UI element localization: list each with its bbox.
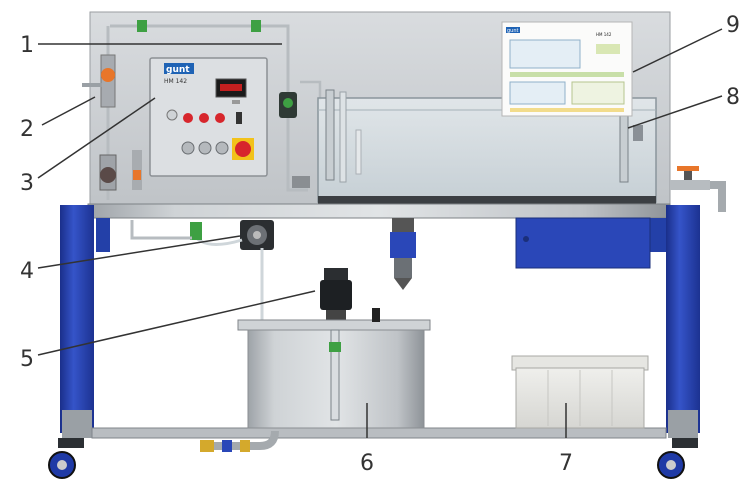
- top-pipe: [110, 20, 290, 95]
- brand-model: HM 142: [164, 78, 187, 85]
- outlet-valve: [670, 166, 726, 212]
- callout-1: 1: [20, 33, 34, 58]
- info-poster: gunt HM 142: [501, 21, 633, 117]
- collection-container: [511, 355, 649, 429]
- emergency-switch: [232, 138, 254, 160]
- sensor-assembly: [279, 80, 322, 192]
- filter-housing: [390, 218, 416, 290]
- poster-logo: gunt: [507, 28, 519, 34]
- storage-tank: [237, 308, 431, 429]
- bottom-rail: [91, 427, 667, 439]
- callout-2: 2: [20, 117, 34, 142]
- callout-4: 4: [20, 259, 34, 284]
- callout-6: 6: [360, 451, 374, 476]
- dosing-pump: [130, 220, 274, 325]
- callout-9: 9: [726, 13, 740, 38]
- casters: [48, 438, 698, 479]
- callout-5: 5: [20, 347, 34, 372]
- callout-leaders: [37, 28, 723, 438]
- callout-3: 3: [20, 171, 34, 196]
- agitator-motor: [320, 268, 352, 324]
- table-top: [87, 203, 671, 219]
- frame-legs: [60, 205, 700, 438]
- callout-7: 7: [559, 451, 573, 476]
- left-flowmeter: [82, 26, 142, 200]
- poster-model: HM 142: [596, 32, 612, 37]
- junction-box: [515, 217, 651, 269]
- callout-8: 8: [726, 85, 740, 110]
- drain-valve: [200, 430, 279, 452]
- brand-logo: [164, 63, 194, 74]
- callout-labels: 1 2 3 4 5 6 7 8 9: [20, 13, 740, 476]
- control-box: gunt HM 142: [149, 57, 268, 177]
- knob-row: [181, 141, 229, 155]
- sedimentation-tank: [317, 89, 657, 204]
- brand-logo-text: gunt: [166, 65, 190, 75]
- switch-row: [183, 112, 242, 124]
